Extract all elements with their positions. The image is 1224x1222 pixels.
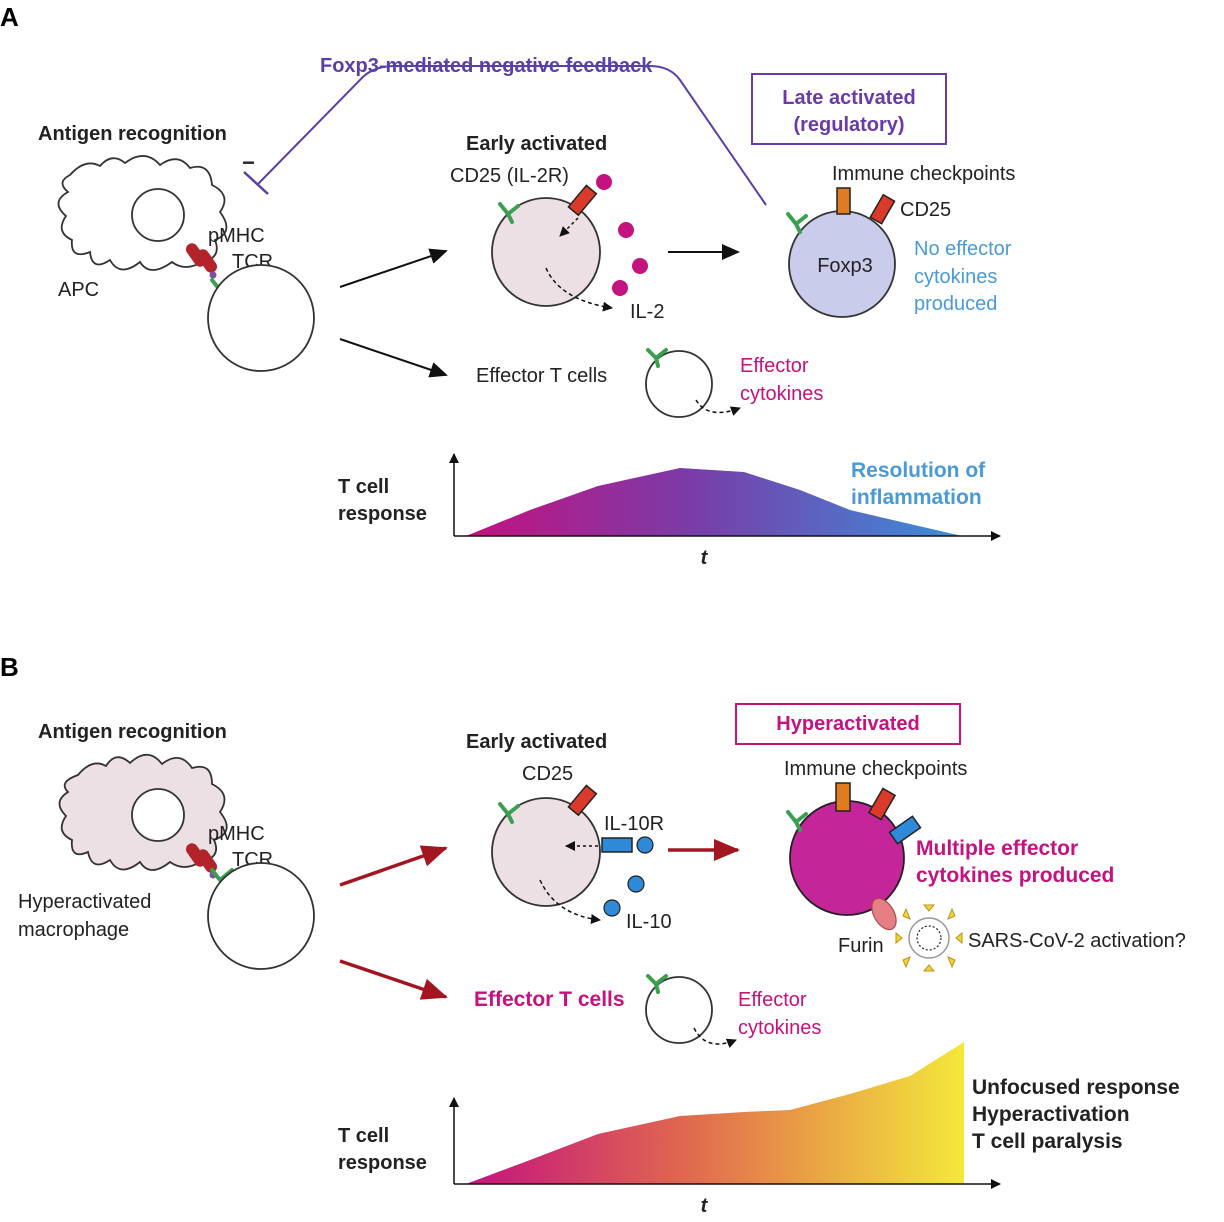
late-activated-label: Late activated <box>782 87 915 109</box>
apc-label: APC <box>58 279 99 301</box>
signal-arrow <box>559 217 579 237</box>
sars-cov-2-label: SARS-CoV-2 activation? <box>968 930 1186 952</box>
multiple-effector-label: Multiple effector <box>916 837 1078 860</box>
checkpoint-receptor <box>836 187 851 215</box>
graph-b-ylabel: T cell <box>338 1125 389 1147</box>
resolution-label: Resolution of <box>851 459 986 482</box>
checkpoint-receptor <box>835 782 851 812</box>
immune-checkpoints-label: Immune checkpoints <box>784 758 967 780</box>
arrow-to-early <box>339 845 448 887</box>
no-effector-label: No effector <box>914 238 1012 260</box>
secretion-arrow <box>695 399 741 416</box>
graph-a-xlabel: t <box>701 547 709 569</box>
antigen-recognition-label: Antigen recognition <box>38 721 227 743</box>
feedback-arc <box>257 65 767 206</box>
inhibit-sign: − <box>242 150 255 175</box>
effector-cytokines-label: Effector <box>740 355 809 377</box>
effector-t-cells-label: Effector T cells <box>476 365 607 387</box>
panel-a-letter: A <box>0 2 19 32</box>
secretion-arrow <box>545 267 613 312</box>
graph-b-ylabel-2: response <box>338 1152 427 1174</box>
cd25-receptor <box>567 184 598 217</box>
naive-t-cell <box>207 264 315 372</box>
arrow-to-effector <box>339 959 448 1000</box>
tcr-receptor <box>786 810 808 832</box>
immune-checkpoints-label: Immune checkpoints <box>832 163 1015 185</box>
multiple-effector-label-2: cytokines produced <box>916 864 1114 887</box>
furin-protease <box>871 897 897 931</box>
il10r-label: IL-10R <box>604 813 664 835</box>
macrophage-label-2: macrophage <box>18 919 129 941</box>
foxp3-label: Foxp3 <box>817 255 873 277</box>
no-effector-label-3: produced <box>914 293 997 315</box>
graph-a-ylabel-2: response <box>338 503 427 525</box>
secretion-arrow <box>539 879 601 924</box>
macrophage-nucleus <box>131 788 185 842</box>
effector-cytokines-label-2: cytokines <box>740 383 823 405</box>
early-activated-cell <box>491 197 601 307</box>
il10-label: IL-10 <box>626 911 672 933</box>
antigen-recognition-label: Antigen recognition <box>38 123 227 145</box>
cd25-il2r-label: CD25 (IL-2R) <box>450 165 569 187</box>
tcr-receptor <box>498 202 520 224</box>
il2-molecule <box>596 174 612 190</box>
early-activated-label: Early activated <box>466 133 607 155</box>
late-activated-sublabel: (regulatory) <box>793 114 904 136</box>
hyperactivated-box <box>735 703 961 745</box>
secretion-arrow <box>693 1027 737 1048</box>
il2-molecule <box>632 258 648 274</box>
cd25-receptor <box>869 193 896 225</box>
pmhc-molecule <box>185 243 218 279</box>
resolution-label-2: inflammation <box>851 486 982 509</box>
il10-molecule <box>627 875 645 893</box>
il10-molecule <box>636 836 654 854</box>
checkpoint-receptor <box>867 787 897 821</box>
il2-molecule <box>618 222 634 238</box>
cd25-label: CD25 <box>900 199 951 221</box>
tcr-receptor <box>646 974 668 994</box>
response-curve-b <box>466 1042 964 1184</box>
effector-t-cell <box>645 976 713 1044</box>
naive-t-cell <box>207 862 315 970</box>
macrophage-label: Hyperactivated <box>18 891 151 913</box>
pmhc-label: pMHC <box>208 225 265 247</box>
effector-t-cells-label: Effector T cells <box>474 988 625 1011</box>
cd25-label: CD25 <box>522 763 573 785</box>
il10r-receptor <box>888 815 922 845</box>
feedback-label: Foxp3-mediated negative feedback <box>320 55 653 77</box>
tcr-receptor <box>646 348 668 368</box>
response-curve-a <box>466 468 962 536</box>
hyperactivated-label: Hyperactivated <box>776 713 919 735</box>
inhibition-bar <box>243 171 269 195</box>
apc-nucleus <box>131 188 185 242</box>
arrow-to-early <box>339 248 448 288</box>
effector-cytokines-label-2: cytokines <box>738 1017 821 1039</box>
panel-b-letter: B <box>0 652 19 682</box>
arrow-to-effector <box>339 338 448 378</box>
early-activated-label: Early activated <box>466 731 607 753</box>
hyperactivated-t-cell <box>789 800 905 916</box>
no-effector-label-2: cytokines <box>914 266 997 288</box>
late-activated-box <box>751 73 947 145</box>
il10-molecule <box>603 899 621 917</box>
pmhc-label: pMHC <box>208 823 265 845</box>
outcome-label-2: Hyperactivation <box>972 1103 1130 1126</box>
tcr-receptor <box>498 802 520 824</box>
il2-molecule <box>612 280 628 296</box>
graph-b-xlabel: t <box>701 1195 709 1217</box>
il10r-receptor <box>601 837 633 853</box>
graph-a-ylabel: T cell <box>338 476 389 498</box>
outcome-label: Unfocused response <box>972 1076 1180 1099</box>
furin-label: Furin <box>838 935 884 957</box>
outcome-label-3: T cell paralysis <box>972 1130 1123 1153</box>
cd25-receptor <box>567 784 598 817</box>
effector-cytokines-label: Effector <box>738 989 807 1011</box>
sars-cov-2-virion <box>895 904 963 972</box>
il2-label: IL-2 <box>630 301 664 323</box>
tcr-receptor <box>786 212 808 234</box>
early-activated-cell <box>491 797 601 907</box>
